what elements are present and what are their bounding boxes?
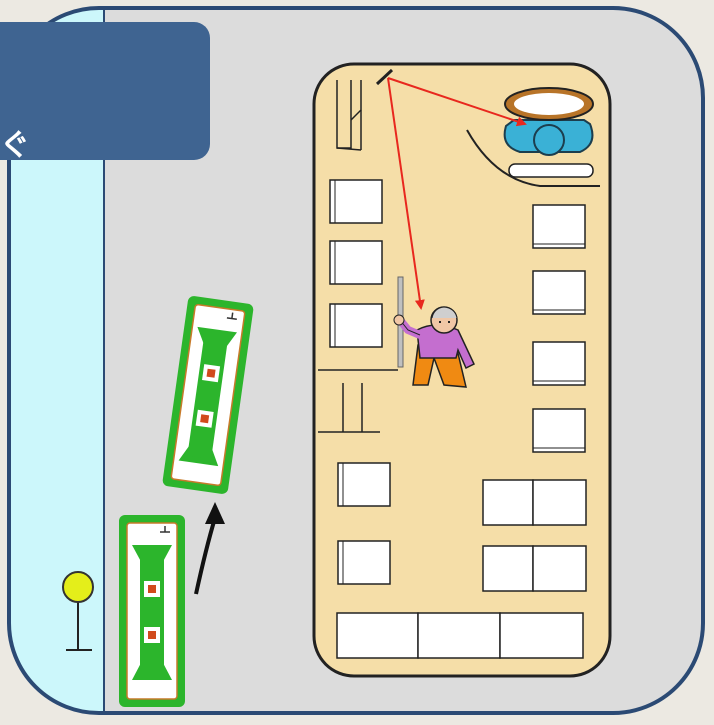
bus <box>312 62 612 678</box>
seat-backs-right <box>533 243 585 449</box>
seat-pairs-right <box>482 479 587 592</box>
dashboard-panel <box>508 163 594 178</box>
driver-seat <box>503 87 594 156</box>
sight-lines <box>387 77 527 310</box>
tram-car-front <box>162 296 254 494</box>
tram-car-rear <box>119 515 185 707</box>
front-door <box>336 80 362 151</box>
back-bench <box>336 612 584 659</box>
title-text: ぐ <box>0 128 30 163</box>
sight-line-driver-to-mirror <box>387 77 527 127</box>
dashboard <box>466 129 600 187</box>
title-box: ぐ <box>0 22 210 163</box>
standing-passenger <box>393 306 475 388</box>
seats-left <box>329 179 391 585</box>
bus-stop-sign <box>62 571 94 651</box>
motion-arrow <box>194 502 225 595</box>
seats-right <box>532 204 586 453</box>
sight-line-mirror-to-passenger <box>387 77 425 310</box>
rear-view-mirror <box>375 68 394 86</box>
middle-door <box>318 369 398 433</box>
seat-backs-left <box>334 180 344 584</box>
